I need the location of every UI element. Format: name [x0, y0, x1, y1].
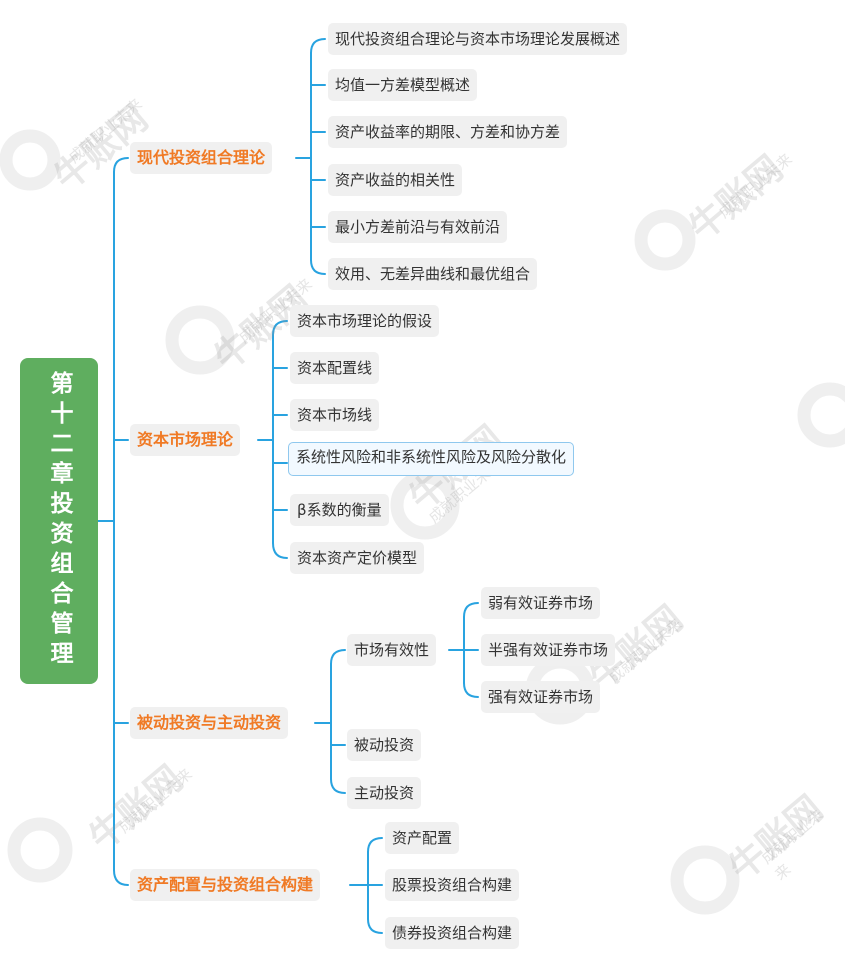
- topic-node[interactable]: 均值一方差模型概述: [328, 69, 478, 101]
- branch-modern-portfolio-theory[interactable]: 现代投资组合理论: [130, 142, 273, 174]
- topic-node[interactable]: 股票投资组合构建: [385, 869, 520, 901]
- subtopic-node[interactable]: 强有效证券市场: [481, 681, 601, 713]
- topic-node[interactable]: 主动投资: [347, 777, 422, 809]
- topic-node[interactable]: 资产收益率的期限、方差和协方差: [328, 116, 568, 148]
- topic-node[interactable]: 市场有效性: [347, 634, 437, 666]
- topic-node[interactable]: 债券投资组合构建: [385, 917, 520, 949]
- topic-node[interactable]: 资产收益的相关性: [328, 164, 463, 196]
- topic-node[interactable]: 效用、无差异曲线和最优组合: [328, 258, 538, 290]
- subtopic-node[interactable]: 半强有效证券市场: [481, 634, 616, 666]
- topic-node[interactable]: 被动投资: [347, 729, 422, 761]
- topic-node[interactable]: β系数的衡量: [290, 494, 389, 526]
- topic-node[interactable]: 资本市场线: [290, 399, 380, 431]
- topic-node[interactable]: 现代投资组合理论与资本市场理论发展概述: [328, 23, 628, 55]
- topic-node[interactable]: 资本配置线: [290, 352, 380, 384]
- topic-node[interactable]: 最小方差前沿与有效前沿: [328, 211, 508, 243]
- topic-node-selected[interactable]: 系统性风险和非系统性风险及风险分散化: [288, 442, 575, 476]
- root-node[interactable]: 第十二章投资组合管理: [20, 358, 98, 684]
- branch-passive-active-investing[interactable]: 被动投资与主动投资: [130, 707, 289, 739]
- branch-asset-allocation[interactable]: 资产配置与投资组合构建: [130, 869, 321, 901]
- branch-capital-market-theory[interactable]: 资本市场理论: [130, 424, 241, 456]
- subtopic-node[interactable]: 弱有效证券市场: [481, 587, 601, 619]
- topic-node[interactable]: 资产配置: [385, 822, 460, 854]
- topic-node[interactable]: 资本市场理论的假设: [290, 305, 440, 337]
- topic-node[interactable]: 资本资产定价模型: [290, 542, 425, 574]
- root-label: 第十二章投资组合管理: [46, 371, 72, 671]
